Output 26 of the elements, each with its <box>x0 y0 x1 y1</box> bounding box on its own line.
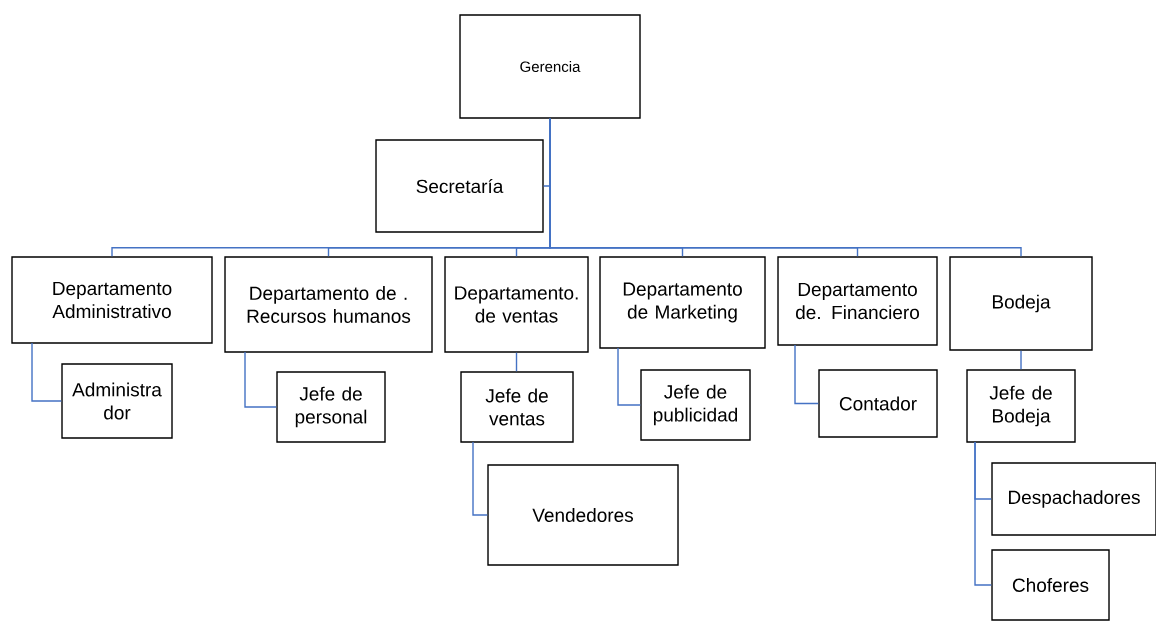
department-box: Departamento de Marketing <box>599 256 766 349</box>
connector-line <box>31 342 62 402</box>
position-box: Jefe de publicidad <box>640 369 751 441</box>
org-box: Gerencia <box>459 14 641 119</box>
connector-line <box>244 351 277 408</box>
position-box: Jefe de personal <box>276 371 386 443</box>
position-box: Choferes <box>991 549 1110 621</box>
position-box: Contador <box>818 369 938 438</box>
position-box: Vendedores <box>487 464 679 566</box>
department-box: Departamento Administrativo <box>11 256 213 344</box>
department-box: Departamento. de ventas <box>444 256 589 353</box>
department-box: Departamento de . Recursos humanos <box>224 256 433 353</box>
connector-line <box>472 441 488 516</box>
connector-line <box>794 344 819 405</box>
connector-line <box>549 118 1022 257</box>
position-box: Jefe de ventas <box>460 371 574 443</box>
position-box: Administra dor <box>61 363 173 439</box>
department-box: Departamento de. Financiero <box>777 256 938 346</box>
position-box: Jefe de Bodeja <box>966 369 1076 443</box>
position-box: Despachadores <box>991 462 1156 536</box>
org-box: Secretaría <box>375 139 544 233</box>
connector-line <box>1020 350 1022 370</box>
connector-line <box>974 441 992 586</box>
connector-line <box>617 347 641 406</box>
department-box: Bodeja <box>949 256 1093 351</box>
connector-line <box>515 352 518 372</box>
